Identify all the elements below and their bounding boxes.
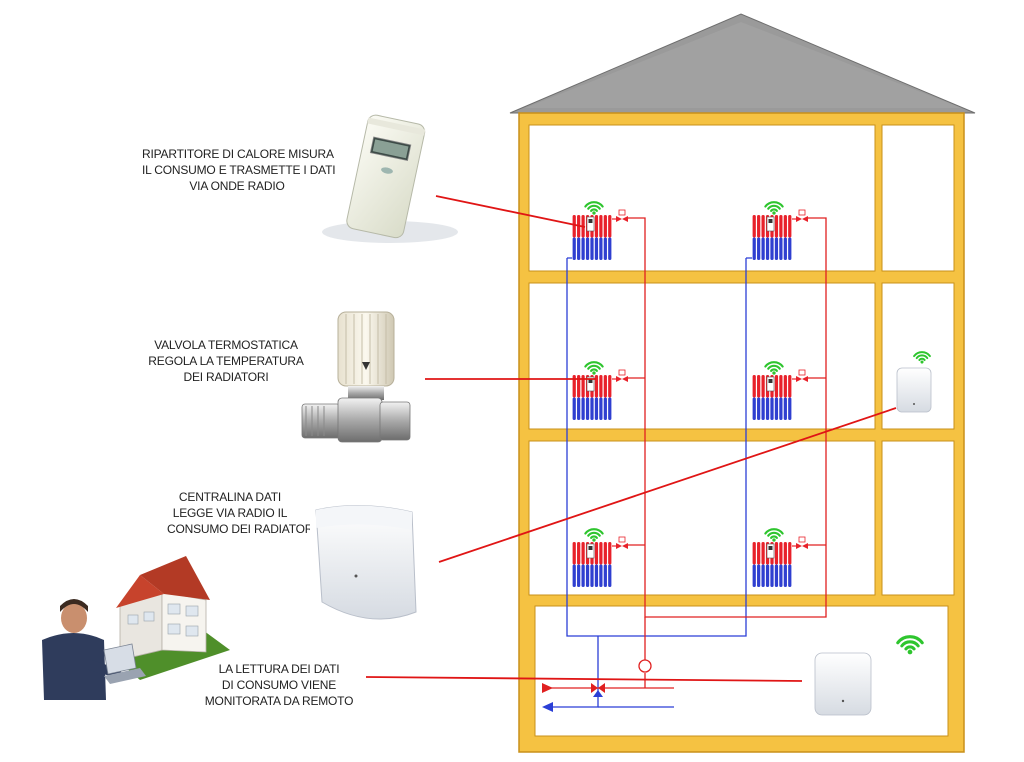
radiator-icon <box>752 201 808 260</box>
radiator-icon <box>752 528 808 587</box>
label-line: LEGGE VIA RADIO IL <box>172 506 288 520</box>
thermostatic-valve-icon <box>301 311 411 443</box>
wifi-icon <box>584 201 604 215</box>
radiators <box>572 201 808 587</box>
label-line: CONSUMO DEI RADIATORI <box>167 522 310 536</box>
building-frame <box>518 112 965 753</box>
wifi-icon <box>896 635 924 655</box>
label-line: DEI RADIATORI <box>183 370 269 384</box>
basement-data-hub-icon <box>814 652 872 716</box>
data-hub-label: CENTRALINA DATI LEGGE VIA RADIO IL CONSU… <box>150 489 310 537</box>
leader-lines <box>365 195 897 682</box>
remote-reading-label: LA LETTURA DEI DATI DI CONSUMO VIENE MON… <box>196 661 362 709</box>
hot-pipe <box>808 377 826 546</box>
wifi-icon <box>764 361 784 375</box>
radiator-icon <box>752 361 808 420</box>
hot-pipe <box>548 673 674 689</box>
radiator-icon <box>572 361 628 420</box>
pipe-network <box>548 217 827 708</box>
label-line: MONITORATA DA REMOTO <box>204 694 354 708</box>
hot-pipe <box>628 377 645 546</box>
roof <box>509 13 976 114</box>
radiator-icon <box>572 201 628 260</box>
wifi-icon <box>764 201 784 215</box>
radiator-icon <box>572 528 628 587</box>
label-line: LA LETTURA DEI DATI <box>218 662 340 676</box>
heat-cost-allocator-label: RIPARTITORE DI CALORE MISURA IL CONSUMO … <box>142 146 336 194</box>
remote-monitoring-illustration <box>42 556 230 700</box>
label-line: VALVOLA TERMOSTATICA <box>154 338 298 352</box>
hot-pipe <box>628 217 827 618</box>
cold-pipe <box>566 258 747 637</box>
wifi-icon <box>584 361 604 375</box>
data-hub-product-icon <box>315 505 417 620</box>
label-line: IL CONSUMO E TRASMETTE I DATI <box>142 163 336 177</box>
wifi-icon <box>764 528 784 542</box>
room-data-hub-icon <box>896 367 932 413</box>
label-line: VIA ONDE RADIO <box>189 179 285 193</box>
label-line: REGOLA LA TEMPERATURA <box>148 354 304 368</box>
heat-cost-allocator-icon <box>322 114 458 243</box>
basement-valves <box>542 683 605 712</box>
wifi-icon <box>584 528 604 542</box>
label-line: RIPARTITORE DI CALORE MISURA <box>142 147 334 161</box>
thermostatic-valve-label: VALVOLA TERMOSTATICA REGOLA LA TEMPERATU… <box>142 337 310 385</box>
label-line: CENTRALINA DATI <box>178 490 282 504</box>
wifi-icon <box>913 351 931 364</box>
label-line: DI CONSUMO VIENE <box>221 678 337 692</box>
